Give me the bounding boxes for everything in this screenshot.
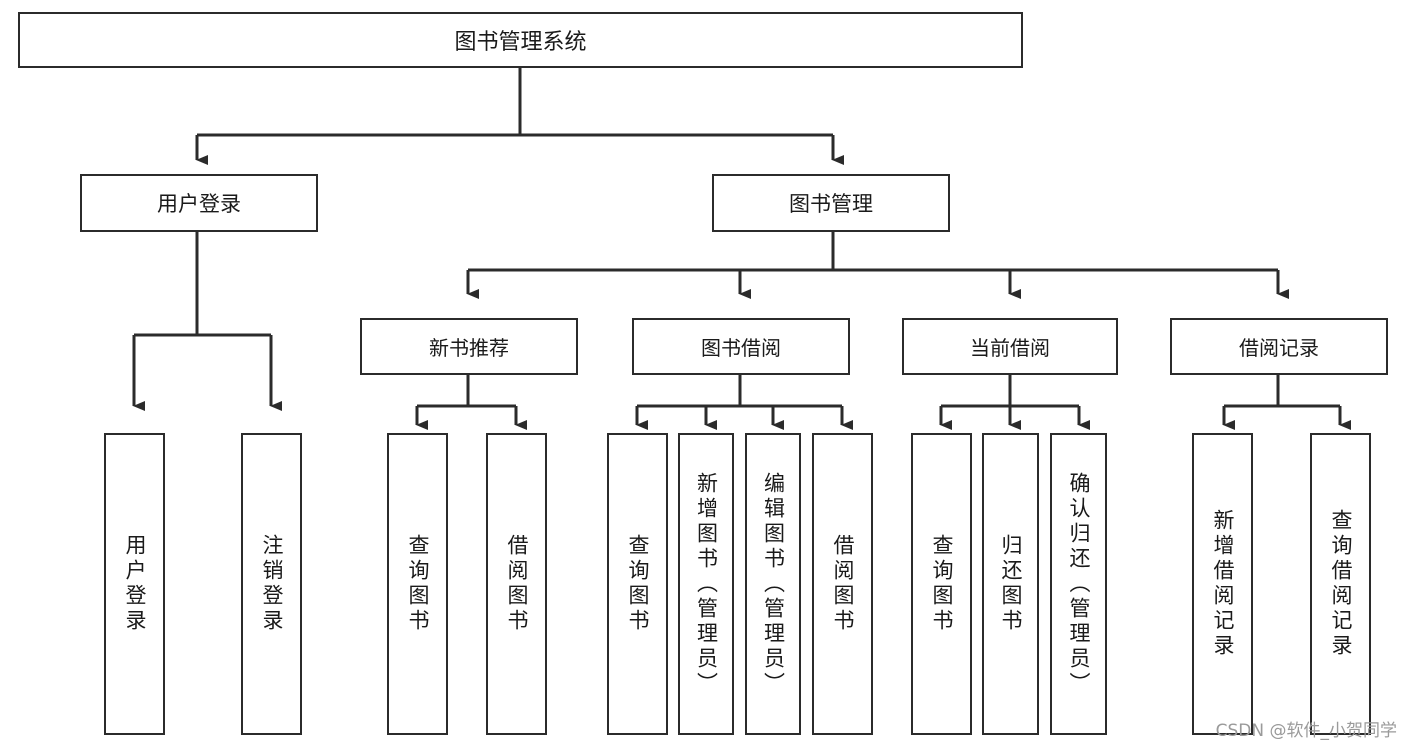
node-label: 编辑图书（管理员）	[761, 471, 786, 697]
node-label: 归还图书	[999, 534, 1023, 634]
node-leaf-add-book-admin[interactable]: 新增图书（管理员）	[678, 433, 734, 735]
node-label: 当前借阅	[970, 336, 1050, 360]
node-leaf-return-book[interactable]: 归还图书	[982, 433, 1039, 735]
node-book-management[interactable]: 图书管理	[712, 174, 950, 232]
node-label: 图书借阅	[701, 336, 781, 360]
node-leaf-query-book-borrow[interactable]: 查询图书	[607, 433, 668, 735]
node-label: 用户登录	[123, 534, 147, 634]
node-label: 注销登录	[260, 534, 284, 634]
node-leaf-confirm-return-admin[interactable]: 确认归还（管理员）	[1050, 433, 1107, 735]
node-leaf-query-book-current[interactable]: 查询图书	[911, 433, 972, 735]
node-borrow-record[interactable]: 借阅记录	[1170, 318, 1388, 375]
node-label: 借阅图书	[831, 534, 855, 634]
node-label: 新书推荐	[429, 336, 509, 360]
node-label: 借阅记录	[1239, 336, 1319, 360]
node-leaf-logout[interactable]: 注销登录	[241, 433, 302, 735]
node-book-borrow[interactable]: 图书借阅	[632, 318, 850, 375]
node-label: 新增借阅记录	[1211, 509, 1235, 659]
node-label: 查询图书	[930, 534, 954, 634]
node-current-borrow[interactable]: 当前借阅	[902, 318, 1118, 375]
node-leaf-user-login[interactable]: 用户登录	[104, 433, 165, 735]
node-root-book-management-system[interactable]: 图书管理系统	[18, 12, 1023, 68]
node-leaf-borrow-book-recommend[interactable]: 借阅图书	[486, 433, 547, 735]
node-label: 查询图书	[406, 534, 430, 634]
node-label: 确认归还（管理员）	[1067, 471, 1091, 697]
watermark: CSDN @软件_小贺同学	[1215, 721, 1397, 741]
node-label: 查询借阅记录	[1329, 509, 1353, 659]
node-leaf-query-book-recommend[interactable]: 查询图书	[387, 433, 448, 735]
node-user-login[interactable]: 用户登录	[80, 174, 318, 232]
node-new-book-recommend[interactable]: 新书推荐	[360, 318, 578, 375]
node-leaf-query-borrow-record[interactable]: 查询借阅记录	[1310, 433, 1371, 735]
node-label: 借阅图书	[505, 534, 529, 634]
node-label: 图书管理	[789, 192, 873, 216]
node-leaf-add-borrow-record[interactable]: 新增借阅记录	[1192, 433, 1253, 735]
node-leaf-edit-book-admin[interactable]: 编辑图书（管理员）	[745, 433, 801, 735]
node-leaf-borrow-book[interactable]: 借阅图书	[812, 433, 873, 735]
node-label: 图书管理系统	[454, 30, 587, 55]
node-label: 查询图书	[626, 534, 650, 634]
node-label: 新增图书（管理员）	[694, 471, 719, 697]
node-label: 用户登录	[157, 192, 241, 216]
